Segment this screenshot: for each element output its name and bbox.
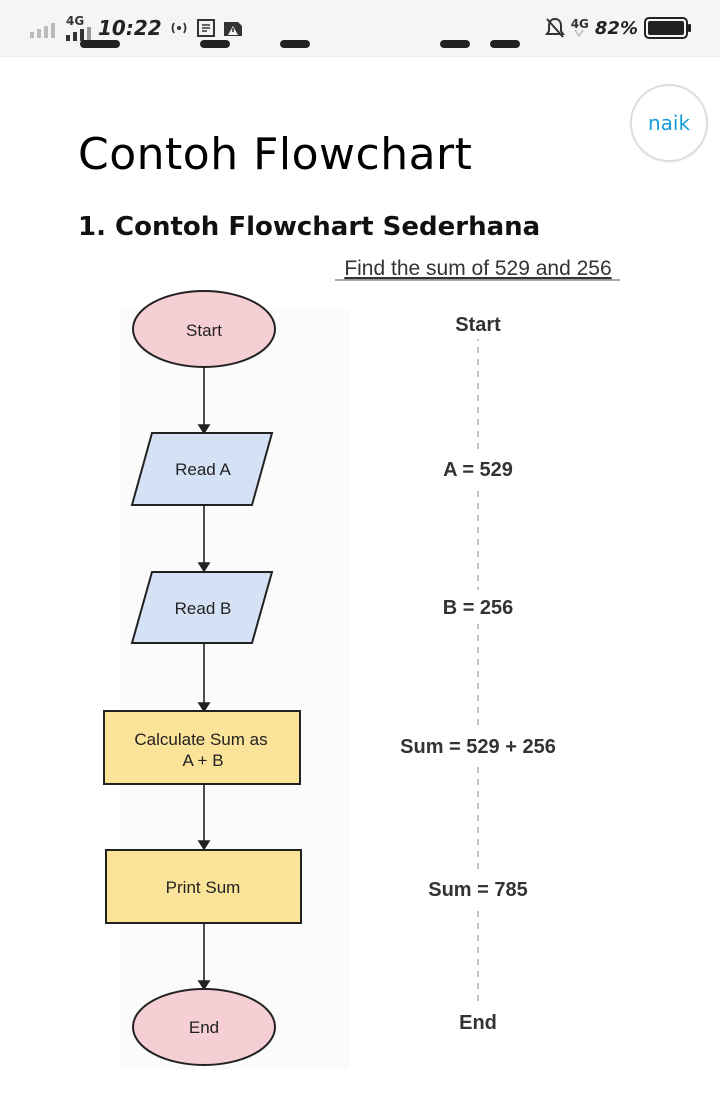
section-heading: 1. Contoh Flowchart Sederhana — [78, 211, 541, 242]
end-label: End — [189, 1018, 219, 1037]
scroll-to-top-button[interactable]: naik — [630, 84, 708, 162]
trace-sum-result: Sum = 785 — [428, 879, 528, 901]
trace-end: End — [459, 1012, 497, 1034]
print-sum-label: Print Sum — [166, 878, 241, 897]
print-sum-box — [105, 849, 302, 924]
network-4g-right-icon: 4G — [571, 18, 589, 38]
start-oval — [132, 290, 276, 368]
notifications-off-icon — [544, 17, 565, 39]
battery-percent: 82% — [594, 17, 638, 39]
status-bar: 4G 10:22 — [0, 0, 720, 57]
calculate-label-line1: Calculate Sum as — [134, 730, 267, 749]
figure-background — [120, 310, 350, 1070]
read-a-label: Read A — [175, 460, 231, 479]
start-label: Start — [186, 321, 222, 340]
read-b-parallelogram — [130, 571, 274, 644]
calculate-label-line2: A + B — [182, 751, 223, 770]
figure-caption: Find the sum of 529 and 256 — [344, 257, 611, 280]
trace-b-value: B = 256 — [443, 597, 514, 619]
flowchart-svg: Find the sum of 529 and 256 Start Read A… — [103, 257, 620, 1070]
storage-warning-icon — [222, 18, 244, 38]
trace-start: Start — [455, 314, 501, 336]
battery-icon — [644, 16, 692, 40]
sim-card-icon — [196, 18, 216, 38]
trace-sum-expression: Sum = 529 + 256 — [400, 736, 556, 758]
hotspot-icon — [168, 18, 190, 38]
read-a-parallelogram — [130, 432, 274, 506]
trace-values: Start A = 529 B = 256 Sum = 529 + 256 Su… — [385, 305, 571, 1038]
clock: 10:22 — [98, 16, 162, 40]
page-title: Contoh Flowchart — [78, 129, 473, 181]
flowchart-figure: Find the sum of 529 and 256 Start Read A… — [0, 240, 720, 1070]
read-b-label: Read B — [175, 599, 232, 618]
status-right: 4G 82% — [544, 12, 692, 44]
signal-weak-icon — [30, 18, 60, 38]
network-label-right: 4G — [570, 17, 589, 31]
signal-4g-icon: 4G — [66, 15, 92, 41]
flow-arrows — [197, 368, 211, 991]
trace-a-value: A = 529 — [443, 459, 513, 481]
calculate-sum-box — [103, 710, 301, 785]
network-label: 4G — [66, 14, 85, 28]
status-left: 4G 10:22 — [30, 12, 244, 44]
previous-paragraph-fragment — [80, 40, 680, 60]
end-oval — [132, 988, 276, 1066]
